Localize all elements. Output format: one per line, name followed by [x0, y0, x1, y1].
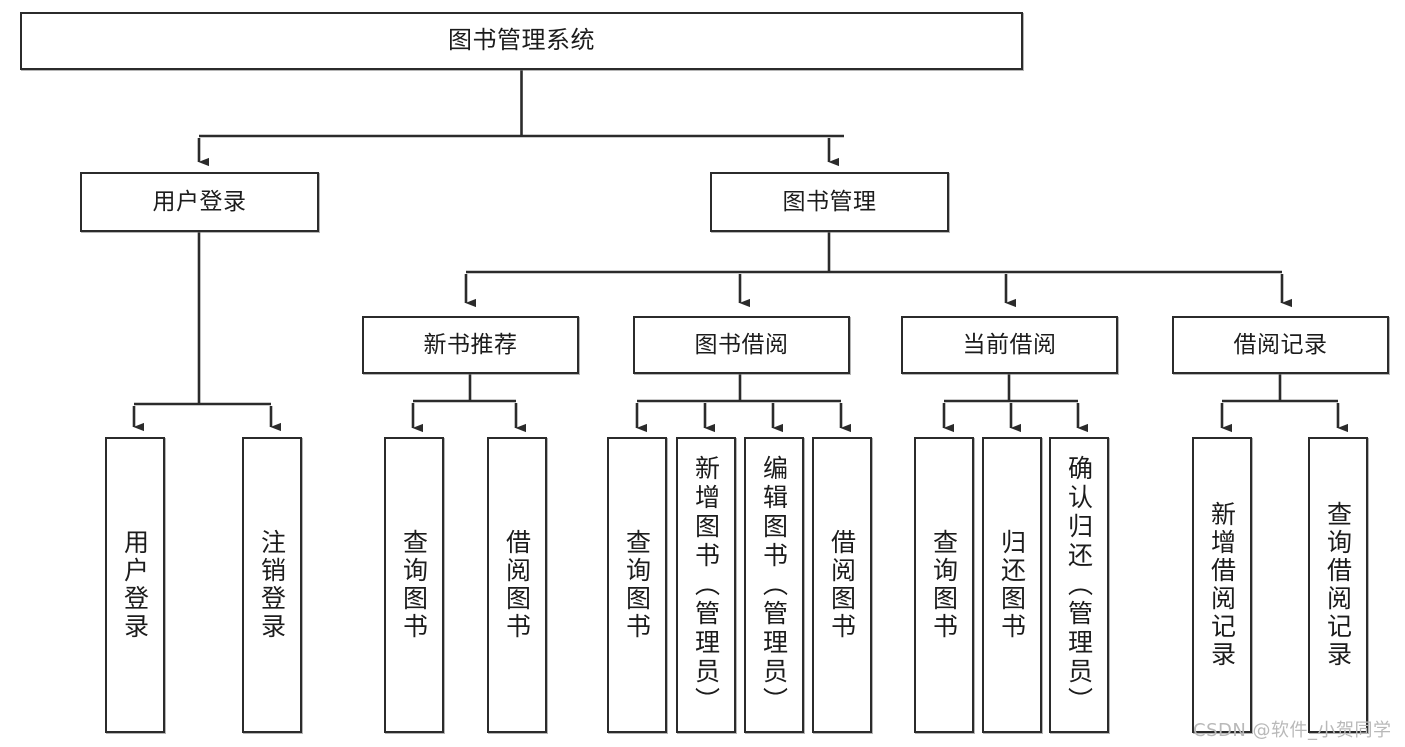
node-label: 借阅记录	[1233, 331, 1328, 358]
node-label: 用户登录	[152, 188, 247, 215]
node-label: 图书借阅	[694, 331, 789, 358]
node-book-management[interactable]: 图书管理	[710, 172, 949, 232]
leaf-confirm-return-admin[interactable]: 确认归还（管理员）	[1049, 437, 1109, 733]
watermark-csdn: CSDN @软件_小贺同学	[1193, 720, 1392, 741]
leaf-query-book-current-borrowing[interactable]: 查询图书	[914, 437, 974, 733]
node-label: 当前借阅	[962, 331, 1057, 358]
node-root-book-management-system[interactable]: 图书管理系统	[20, 12, 1023, 70]
leaf-add-borrowing-record[interactable]: 新增借阅记录	[1192, 437, 1252, 733]
leaf-user-login[interactable]: 用户登录	[105, 437, 165, 733]
node-label: 用户登录	[120, 529, 150, 641]
node-label: 新书推荐	[423, 331, 518, 358]
node-label: 归还图书	[997, 529, 1027, 641]
leaf-borrow-book-new-recommendation[interactable]: 借阅图书	[487, 437, 547, 733]
node-label: 注销登录	[257, 529, 287, 641]
node-label: 查询图书	[929, 529, 959, 641]
node-new-book-recommendation[interactable]: 新书推荐	[362, 316, 579, 374]
leaf-borrow-book-borrowing[interactable]: 借阅图书	[812, 437, 872, 733]
node-label: 新增图书（管理员）	[691, 454, 721, 716]
leaf-edit-book-admin[interactable]: 编辑图书（管理员）	[744, 437, 804, 733]
node-current-borrowing[interactable]: 当前借阅	[901, 316, 1118, 374]
leaf-query-borrowing-record[interactable]: 查询借阅记录	[1308, 437, 1368, 733]
node-label: 借阅图书	[502, 529, 532, 641]
node-label: 借阅图书	[827, 529, 857, 641]
node-label: 查询借阅记录	[1323, 501, 1353, 669]
node-label: 图书管理	[782, 188, 877, 215]
node-borrowing-record[interactable]: 借阅记录	[1172, 316, 1389, 374]
leaf-user-logout[interactable]: 注销登录	[242, 437, 302, 733]
node-label: 确认归还（管理员）	[1064, 454, 1094, 716]
leaf-query-book-new-recommendation[interactable]: 查询图书	[384, 437, 444, 733]
leaf-query-book-borrowing[interactable]: 查询图书	[607, 437, 667, 733]
leaf-add-book-admin[interactable]: 新增图书（管理员）	[676, 437, 736, 733]
node-label: 图书管理系统	[448, 26, 595, 55]
node-label: 新增借阅记录	[1207, 501, 1237, 669]
node-book-borrowing[interactable]: 图书借阅	[633, 316, 850, 374]
leaf-return-book[interactable]: 归还图书	[982, 437, 1042, 733]
node-user-login[interactable]: 用户登录	[80, 172, 319, 232]
node-label: 查询图书	[399, 529, 429, 641]
node-label: 查询图书	[622, 529, 652, 641]
node-label: 编辑图书（管理员）	[759, 454, 789, 716]
